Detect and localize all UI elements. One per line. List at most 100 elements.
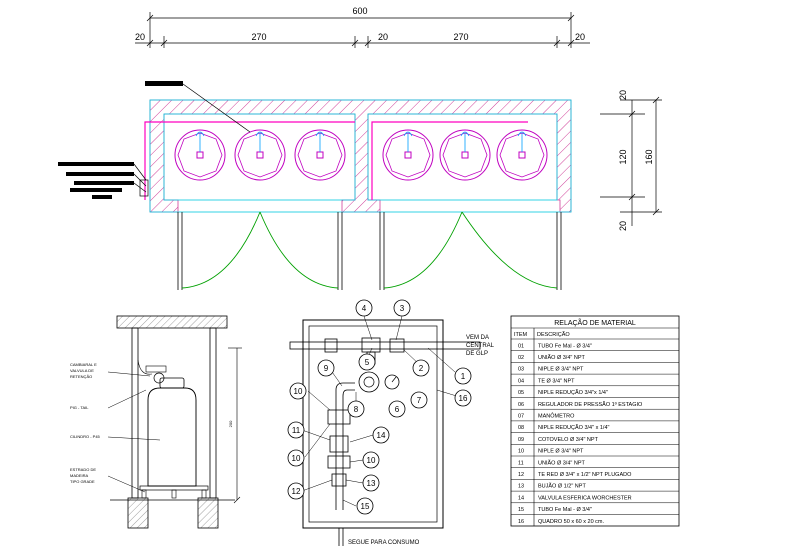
- table-cell-desc: UNIÃO Ø 3/4" NPT: [538, 459, 586, 466]
- plan-label-bar-5: [70, 188, 122, 192]
- plan-pipe-left: [144, 121, 355, 200]
- top-dimension-lines: [135, 12, 590, 48]
- plan-label-bar-2: [58, 162, 134, 166]
- table-cell-item: 07: [518, 414, 524, 420]
- callout-10a: 10: [294, 387, 303, 396]
- section-pallet: [139, 485, 209, 491]
- callout-5: 5: [365, 358, 370, 367]
- inlet-label-1: VEM DA: [466, 335, 489, 341]
- callout-circle-14: [372, 426, 390, 444]
- callout-7: 7: [417, 396, 422, 405]
- table-cell-item: 05: [518, 390, 524, 396]
- callout-9: 9: [324, 364, 329, 373]
- dim-right-mid: 120: [618, 149, 628, 164]
- section-roof-slab: [116, 315, 228, 329]
- section-label-4c: TIPO GRADE: [70, 479, 95, 484]
- dim-seg4: 270: [453, 32, 468, 42]
- table-cell-desc: REGULADOR DE PRESSÃO 1º ESTAGIO: [538, 401, 643, 408]
- section-footing-right: [197, 497, 219, 529]
- table-cell-desc: NIPLE REDUÇÃO 3/4" x 1/4": [538, 424, 610, 431]
- callout-circle-8: [347, 400, 365, 418]
- plan-outline-right: [367, 113, 558, 201]
- callout-15: 15: [361, 502, 370, 511]
- door-arc-2: [259, 211, 339, 289]
- callout-circle-2: [412, 359, 430, 377]
- callout-circle-12: [287, 482, 305, 500]
- table-cell-item: 16: [518, 519, 524, 525]
- table-cell-item: 02: [518, 355, 524, 361]
- section-label-4b: MADEIRA: [70, 473, 89, 478]
- plan-outline-outer: [149, 99, 572, 213]
- cabinet-outer: [302, 319, 444, 529]
- table-cell-item: 06: [518, 402, 524, 408]
- dim-right-total: 160: [644, 149, 654, 164]
- callouts: [287, 299, 472, 515]
- dim-seg3: 20: [378, 32, 388, 42]
- material-table: [510, 315, 680, 527]
- table-cell-desc: TUBO Fe Mal - Ø 3/4": [538, 507, 592, 513]
- callout-circle-11: [287, 421, 305, 439]
- plan-view: [58, 81, 572, 290]
- table-header-desc: DESCRIÇÃO: [537, 331, 570, 338]
- callout-circle-16: [454, 389, 472, 407]
- plan-cylinder-3: [294, 129, 346, 181]
- callout-circle-4: [355, 299, 373, 317]
- section-view: [107, 315, 242, 529]
- section-cylinder: [147, 387, 197, 487]
- door-arc-1: [181, 211, 261, 289]
- callout-4: 4: [362, 304, 367, 313]
- plan-label-bar-1: [145, 81, 183, 86]
- callout-6: 6: [395, 405, 400, 414]
- callout-10b: 10: [292, 454, 301, 463]
- callout-16: 16: [459, 394, 468, 403]
- dim-total: 600: [352, 6, 367, 16]
- table-cell-item: 10: [518, 449, 524, 455]
- dim-seg2: 270: [251, 32, 266, 42]
- table-header-item: ITEM: [514, 332, 528, 338]
- plan-label-bar-6: [92, 195, 112, 199]
- section-label-2: PIG - TAIL: [70, 405, 89, 410]
- plan-cylinder-2: [234, 129, 286, 181]
- callout-10c: 10: [367, 456, 376, 465]
- table-cell-desc: BUJÃO Ø 1/2" NPT: [538, 483, 586, 490]
- plan-label-bar-4: [74, 181, 134, 185]
- callout-2: 2: [419, 364, 424, 373]
- callout-circle-13: [362, 474, 380, 492]
- table-cell-desc: UNIÃO Ø 3/4" NPT: [538, 354, 586, 361]
- callout-circle-9: [317, 359, 335, 377]
- dim-right-top: 20: [618, 90, 628, 100]
- plan-pipe-right: [371, 121, 528, 200]
- callout-circle-10c: [362, 451, 380, 469]
- door-arc-3: [383, 211, 463, 289]
- table-cell-item: 03: [518, 367, 524, 373]
- callout-13: 13: [367, 479, 376, 488]
- table-cell-item: 04: [518, 378, 524, 384]
- table-cell-desc: NIPLE REDUÇÃO 3/4"x 1/4": [538, 389, 608, 396]
- dim-seg1: 20: [135, 32, 145, 42]
- plan-label-bar-3: [66, 172, 134, 176]
- table-cell-desc: QUADRO 50 x 60 x 20 cm.: [538, 519, 604, 525]
- callout-circle-10b: [287, 449, 305, 467]
- plan-cylinder-5: [439, 129, 491, 181]
- right-dimension-lines: [600, 96, 662, 226]
- table-cell-item: 09: [518, 437, 524, 443]
- dim-right-bottom: 20: [618, 221, 628, 231]
- callout-circle-15: [356, 497, 374, 515]
- plan-cylinder-4: [382, 129, 434, 181]
- callout-12: 12: [292, 487, 301, 496]
- table-cell-desc: NIPLE Ø 3/4" NPT: [538, 367, 584, 373]
- callout-3: 3: [400, 304, 405, 313]
- table-cell-item: 12: [518, 472, 524, 478]
- table-cell-desc: MANÔMETRO: [538, 413, 575, 420]
- table-cell-desc: TE Ø 3/4" NPT: [538, 378, 575, 384]
- table-cell-item: 08: [518, 425, 524, 431]
- table-cell-desc: TUBO Fe Mal - Ø 3/4": [538, 343, 592, 349]
- callout-14: 14: [377, 431, 386, 440]
- callout-1: 1: [461, 372, 466, 381]
- table-cell-desc: NIPLE Ø 3/4" NPT: [538, 449, 584, 455]
- table-cell-desc: TE RED Ø 3/4" x 1/2" NPT PLUGADO: [538, 472, 632, 478]
- plan-wall-hatch: [149, 99, 572, 213]
- dim-seg5: 20: [575, 32, 585, 42]
- callout-8: 8: [354, 405, 359, 414]
